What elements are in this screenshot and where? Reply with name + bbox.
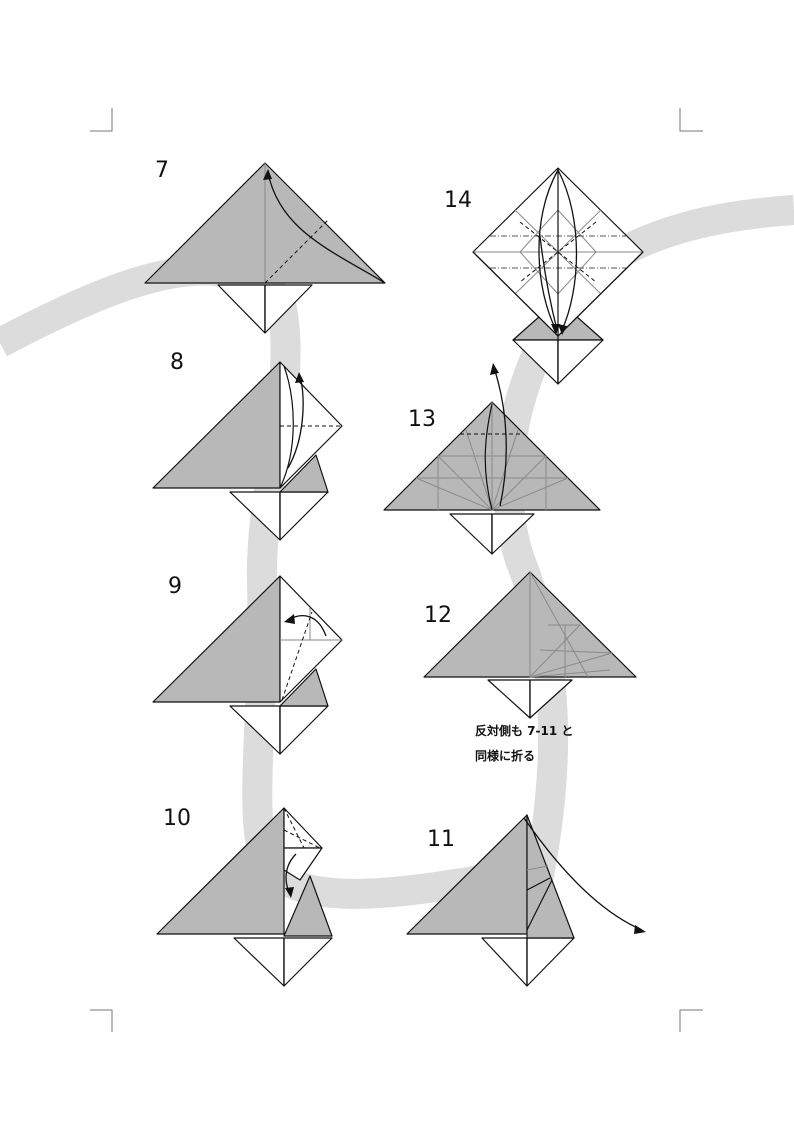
fold-arrowhead (551, 324, 560, 335)
fold-arrowhead (263, 169, 272, 180)
side-flap (279, 668, 329, 707)
step-14: 14 (444, 167, 644, 385)
crease-line (465, 429, 493, 511)
turn-over-arrow (523, 817, 643, 931)
instruction-line-2: 同様に折る (475, 748, 535, 763)
step-number: 7 (155, 158, 169, 183)
step-11: 11 (406, 814, 646, 987)
step-number: 10 (163, 806, 191, 831)
diagonal-fold-line (557, 251, 644, 337)
crease-line (519, 251, 559, 295)
fold-arrowhead (295, 372, 304, 383)
base-kite (279, 491, 329, 541)
crease-line (529, 669, 611, 678)
step-10: 10 (156, 806, 333, 987)
step-number: 13 (408, 407, 436, 432)
valley-fold-line (281, 611, 313, 701)
side-flap (283, 875, 333, 937)
flow-path (0, 195, 794, 909)
step-9: 9 (152, 574, 343, 755)
step-8: 8 (152, 350, 343, 541)
base-kite (449, 513, 493, 555)
raised-flap (279, 575, 343, 703)
crease-line (415, 477, 493, 511)
crease-line (491, 477, 569, 511)
base-kite (557, 339, 604, 385)
base-kite (283, 937, 333, 987)
crease-line (557, 251, 597, 295)
step-number: 8 (170, 350, 184, 375)
trim-marks (90, 108, 703, 1032)
flap-edge (526, 879, 553, 931)
base-kite (526, 937, 575, 987)
valley-fold-line (264, 219, 329, 284)
crease-line (519, 209, 559, 253)
instruction-line-1: 反対側も 7-11 と (475, 723, 573, 738)
step-number: 12 (424, 603, 452, 628)
flap-curve (279, 365, 294, 489)
crease-line (539, 649, 613, 654)
fold-arrowhead (284, 614, 295, 624)
turn-over-arrowhead (634, 925, 646, 934)
base-kite (481, 937, 528, 987)
side-flap (279, 454, 329, 493)
fold-arrow (267, 172, 386, 284)
fold-arrow (287, 375, 304, 469)
base-kite (233, 937, 285, 987)
triangle-flap (156, 807, 285, 935)
flap-edge (526, 877, 551, 891)
raised-flap (279, 361, 343, 489)
fold-arrowhead (490, 363, 499, 375)
trim-mark-top-right (679, 108, 703, 132)
crease-line (437, 455, 493, 511)
step-13: 13 (383, 363, 601, 555)
step-number: 14 (444, 188, 472, 213)
fold-arrow-right (557, 169, 578, 331)
base-kite (487, 679, 531, 719)
fold-arrow-left (538, 169, 559, 331)
diagonal-fold-line (472, 251, 559, 337)
trim-mark-top-left (90, 108, 113, 132)
step-12: 12 反対側も 7-11 と 同様に折る (423, 571, 637, 763)
valley-fold-line (519, 221, 597, 283)
valley-fold-line (283, 807, 305, 849)
base-kite (279, 705, 329, 755)
crease-line (557, 209, 597, 253)
fold-arrow (493, 367, 507, 507)
crease-line (526, 865, 549, 871)
fold-arrowhead (285, 887, 294, 898)
trim-mark-bottom-right (679, 1009, 703, 1032)
fold-arrow-inner (539, 235, 558, 331)
step-7: 7 (144, 158, 386, 334)
step-number: 9 (168, 574, 182, 599)
triangle-flap (152, 361, 281, 489)
folded-flap (283, 807, 323, 849)
trim-mark-bottom-left (90, 1009, 113, 1032)
crease-line (529, 652, 613, 678)
flap-curve (484, 403, 493, 511)
step-number: 11 (427, 827, 455, 852)
fold-arrowhead (558, 324, 567, 335)
valley-fold-line (519, 221, 597, 283)
base-kite (217, 284, 266, 334)
